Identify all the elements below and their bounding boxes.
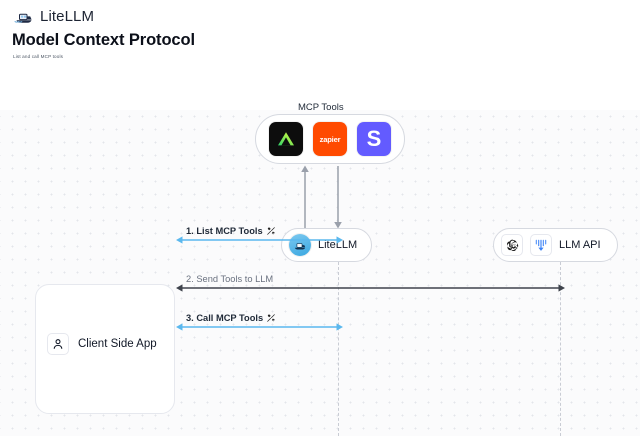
bright-data-tool-icon[interactable] bbox=[269, 122, 303, 156]
mcp-tools-title: MCP Tools bbox=[298, 102, 344, 113]
client-side-app-content: Client Side App bbox=[47, 333, 157, 355]
brand-name: LiteLLM bbox=[40, 8, 95, 25]
stripe-tool-icon[interactable]: S bbox=[357, 122, 391, 156]
zapier-wordmark: zapier bbox=[319, 134, 341, 144]
stripe-letter: S bbox=[366, 126, 382, 151]
zapier-tool-icon[interactable]: zapier bbox=[313, 122, 347, 156]
tools-litellm-vertical-edges bbox=[301, 165, 342, 229]
edge-1-text: 1. List MCP Tools bbox=[186, 226, 263, 236]
edge-2-arrow bbox=[176, 284, 565, 292]
anthropic-arrow-icon bbox=[530, 234, 552, 256]
edge-3-text: 3. Call MCP Tools bbox=[186, 313, 264, 323]
brand: LiteLLM bbox=[14, 8, 94, 25]
page-title: Model Context Protocol bbox=[12, 31, 195, 49]
edge-2-text: 2. Send Tools to LLM bbox=[186, 274, 274, 284]
node-llm-api[interactable]: LLM API bbox=[493, 228, 618, 262]
lane-litellm bbox=[338, 262, 339, 436]
page-subtitle: List and call MCP tools bbox=[13, 54, 64, 59]
client-side-app-label: Client Side App bbox=[78, 338, 157, 350]
openai-logo-icon bbox=[501, 234, 523, 256]
diagram-canvas: MCP Tools zapier S bbox=[0, 66, 640, 436]
mcp-tools-group: zapier S bbox=[255, 114, 405, 164]
edge-1-label: 1. List MCP Tools bbox=[186, 226, 276, 236]
edge-3-arrow bbox=[176, 323, 343, 331]
hammer-and-wrench-icon bbox=[266, 226, 276, 236]
hammer-and-wrench-icon bbox=[266, 313, 276, 323]
edge-1-arrow bbox=[176, 236, 343, 244]
edge-2-label: 2. Send Tools to LLM bbox=[186, 274, 273, 284]
litellm-boat-logo-icon bbox=[14, 9, 34, 25]
lane-llm-api bbox=[560, 262, 561, 436]
node-llm-api-label: LLM API bbox=[559, 239, 601, 251]
user-person-icon bbox=[47, 333, 69, 355]
edge-3-label: 3. Call MCP Tools bbox=[186, 313, 276, 323]
node-litellm-label: LiteLLM bbox=[318, 239, 358, 251]
